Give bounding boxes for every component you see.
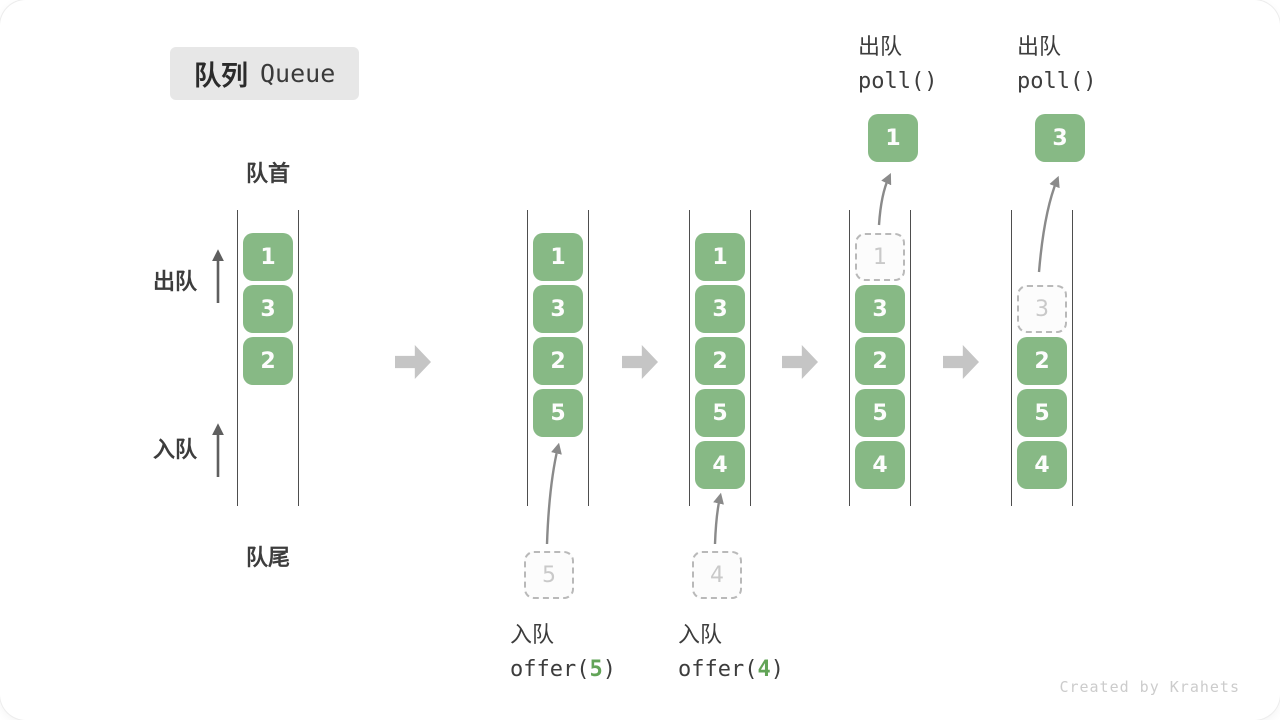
queue-item: 2	[243, 337, 293, 385]
queue-item: 2	[695, 337, 745, 385]
title-zh: 队列	[194, 61, 248, 91]
popped-value-box: 3	[1035, 114, 1085, 162]
queue-item: 5	[695, 389, 745, 437]
title-badge: 队列 Queue	[170, 47, 360, 100]
queue-item: 2	[533, 337, 583, 385]
queue-item: 1	[695, 233, 745, 281]
enqueue-annotation-label: 入队	[678, 622, 723, 647]
queue-item-dashed: 3	[1017, 285, 1067, 333]
queue-item: 4	[1017, 441, 1067, 489]
dequeue-annotation-label: 出队	[858, 34, 903, 59]
watermark: Created by Krahets	[1059, 678, 1240, 696]
queue-item: 5	[855, 389, 905, 437]
title-en: Queue	[260, 59, 336, 88]
queue-front-label: 队首	[245, 161, 290, 186]
queue-item: 5	[1017, 389, 1067, 437]
dequeue-annotation-code: poll()	[1017, 69, 1097, 94]
dequeue-annotation-label: 出队	[1017, 34, 1062, 59]
queue-item: 2	[1017, 337, 1067, 385]
dequeue-annotation: 出队 poll()	[1017, 30, 1096, 100]
step-arrow-icon	[782, 345, 818, 379]
queue-item: 1	[533, 233, 583, 281]
dequeue-label: 出队	[153, 269, 198, 294]
enqueue-annotation-code: offer(4)	[678, 657, 784, 682]
queue-rear-label: 队尾	[245, 545, 290, 570]
step-arrow-icon	[622, 345, 658, 379]
enqueue-annotation: 入队 offer(5)	[510, 618, 616, 688]
queue-item: 3	[695, 285, 745, 333]
incoming-value-box: 5	[524, 551, 574, 599]
queue-item: 1	[243, 233, 293, 281]
queue-item: 4	[695, 441, 745, 489]
queue-item: 3	[533, 285, 583, 333]
queue-item: 3	[243, 285, 293, 333]
enqueue-annotation-label: 入队	[510, 622, 555, 647]
dequeue-annotation-code: poll()	[858, 69, 938, 94]
dequeue-annotation: 出队 poll()	[858, 30, 937, 100]
step-arrow-icon	[395, 345, 431, 379]
queue-item-dashed: 1	[855, 233, 905, 281]
queue-item: 2	[855, 337, 905, 385]
popped-value-box: 1	[868, 114, 918, 162]
queue-item: 5	[533, 389, 583, 437]
queue-item: 3	[855, 285, 905, 333]
enqueue-annotation-code: offer(5)	[510, 657, 616, 682]
enqueue-annotation: 入队 offer(4)	[678, 618, 784, 688]
queue-item: 4	[855, 441, 905, 489]
incoming-value-box: 4	[692, 551, 742, 599]
step-arrow-icon	[943, 345, 979, 379]
enqueue-label: 入队	[153, 437, 198, 462]
